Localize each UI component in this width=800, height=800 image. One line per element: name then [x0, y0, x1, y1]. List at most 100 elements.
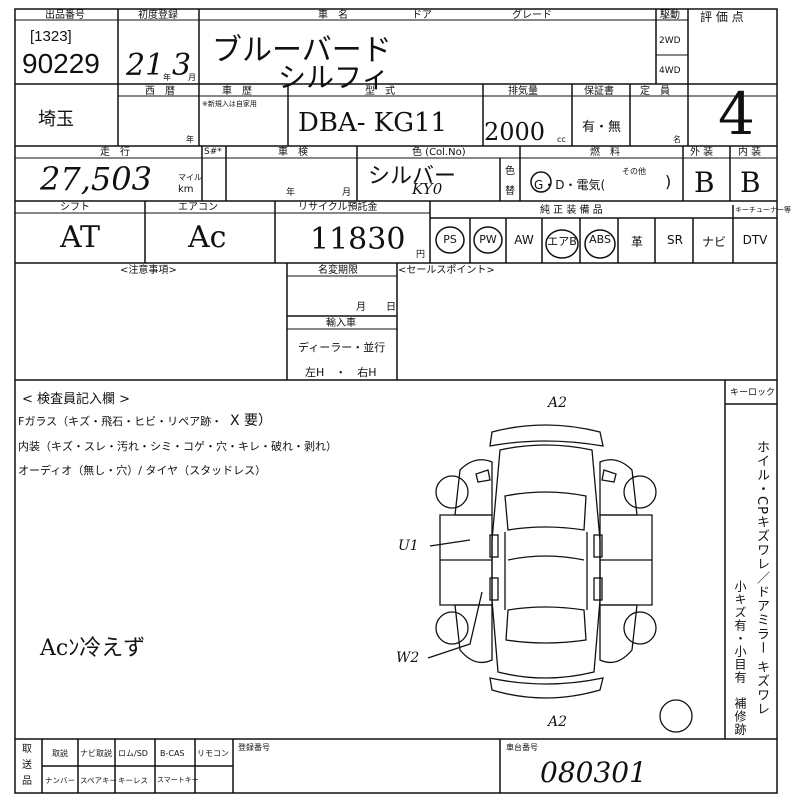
interior-value: B — [740, 166, 761, 199]
history-note: ※新規入は自家用 — [202, 100, 257, 108]
chassis-value: 080301 — [540, 756, 647, 789]
aircon-label: エアコン — [178, 202, 218, 213]
year-unit: 年 — [186, 135, 194, 144]
option-abs: ABS — [589, 233, 611, 246]
option-sr: SR — [667, 233, 683, 247]
option-dtv: DTV — [742, 233, 768, 247]
footer-item-bcas: B-CAS — [160, 749, 185, 758]
grade-label: グレード — [512, 10, 552, 21]
option-airbag: エアB — [547, 235, 577, 248]
mileage-label: 走 行 — [100, 147, 130, 158]
fuel-close-paren: ) — [665, 172, 672, 191]
shift-value: AT — [60, 220, 101, 255]
interior-line: 内装（キズ・スレ・汚れ・シミ・コゲ・穴・キレ・破れ・剥れ） — [18, 440, 337, 453]
mileage-value: 27,503 — [40, 160, 152, 198]
fuel-options: G・D・電気( — [534, 178, 606, 192]
first-reg-label: 初度登録 — [138, 10, 178, 21]
footer-item-plate: ナンバー — [45, 776, 75, 785]
first-reg-month: 3 — [172, 48, 192, 83]
door-label: ドア — [412, 10, 432, 21]
warranty-value: 有・無 — [582, 120, 622, 135]
notes-label: <注意事項> — [120, 265, 177, 276]
chassis-label: 車台番号 — [506, 743, 538, 752]
option-ps: PS — [443, 233, 457, 246]
footer-item-manual: 取説 — [52, 749, 68, 758]
region: 埼玉 — [38, 109, 74, 130]
exterior-label: 外 装 — [690, 147, 714, 158]
name-change-month: 月 — [356, 302, 366, 313]
car-diagram — [427, 424, 693, 733]
footer-item-smart-key: スマートキー — [157, 776, 199, 784]
glass-line: Fガラス（キズ・飛石・ヒビ・リペア跡・ — [18, 415, 223, 428]
color-change-2: 替 — [505, 186, 515, 197]
footer-side-1: 取 — [22, 744, 32, 755]
score-label: 評 価 点 — [700, 10, 744, 24]
audio-line: オーディオ（無し・穴）/ タイヤ（スタッドレス） — [18, 464, 267, 477]
footer-item-remote: リモコン — [197, 749, 229, 758]
inspector-title: < 検査員記入欄 > — [22, 392, 131, 407]
lot-number-label: 出品番号 — [45, 10, 85, 21]
color-code: KY0 — [412, 180, 443, 198]
name-change-label: 名変期限 — [318, 265, 358, 276]
first-reg-month-unit: 月 — [188, 73, 196, 82]
mileage-unit-miles: マイル — [178, 173, 202, 182]
fixed-unit: 名 — [673, 135, 681, 144]
side-note-2: 小キズ有・小目有 補修跡 — [733, 580, 747, 736]
sales-point-label: <セールスポイント> — [398, 265, 495, 276]
key-tuner-label: キーチューナー等 — [735, 206, 791, 214]
option-pw: PW — [479, 233, 497, 246]
model-name-line1: ブルーバード — [212, 33, 392, 68]
footer-item-rom: ロム/SD — [118, 749, 148, 758]
displacement-value: 2000 — [484, 118, 546, 146]
fixed-label: 定 員 — [640, 86, 670, 97]
inspection-year: 年 — [286, 188, 296, 198]
mark-left: U1 — [398, 538, 419, 554]
type-label: 型 式 — [365, 86, 395, 97]
model-name-label: 車 名 — [318, 10, 348, 21]
recycle-unit: 円 — [416, 250, 426, 260]
model-name-line2: シルフィ — [278, 61, 390, 94]
drive-4wd: 4WD — [659, 66, 681, 76]
year-label: 西 暦 — [145, 86, 175, 97]
reg-number-label: 登録番号 — [238, 743, 270, 752]
options-label: 純 正 装 備 品 — [540, 205, 603, 216]
import-value: ディーラー・並行 — [298, 341, 386, 354]
first-reg-value: 21 — [126, 48, 165, 83]
exterior-value: B — [694, 166, 715, 199]
recycle-label: リサイクル預託金 — [298, 202, 378, 213]
score-value: 4 — [718, 80, 755, 148]
steering-value: 左H ・ 右H — [305, 366, 377, 379]
footer-side-3: 品 — [22, 776, 32, 787]
hand-note: Acﾝ冷えず — [40, 636, 146, 661]
drive-2wd: 2WD — [659, 36, 681, 46]
option-aw: AW — [514, 233, 534, 247]
first-reg-unit: 年 — [163, 73, 171, 82]
option-leather: 革 — [630, 235, 643, 249]
inspection-label: 車 検 — [278, 147, 308, 158]
mark-rear: A2 — [548, 714, 568, 730]
color-value: シルバー — [368, 164, 457, 189]
fuel-label: 燃 料 — [590, 147, 620, 158]
mark-left-rear: W2 — [396, 650, 420, 666]
type-value: DBA- KG11 — [298, 108, 448, 138]
import-label: 輸入車 — [326, 318, 356, 329]
option-navi: ナビ — [701, 235, 726, 249]
footer-side-2: 送 — [22, 760, 32, 771]
color-change-1: 色 — [505, 166, 515, 177]
lot-bracket: [1323] — [30, 28, 72, 45]
footer-item-keyless: キーレス — [118, 776, 148, 785]
warranty-label: 保証書 — [584, 86, 614, 97]
footer-item-spare-key: スペアキー — [80, 776, 117, 785]
mark-front: A2 — [548, 395, 568, 411]
displacement-label: 排気量 — [508, 86, 538, 97]
name-change-day: 日 — [386, 302, 396, 313]
displacement-unit: cc — [557, 135, 566, 144]
side-note: ホイル・CPキズワレ／ドアミラー キズワレ — [754, 440, 769, 717]
sflag-label: S#* — [204, 147, 222, 157]
shift-label: シフト — [60, 202, 90, 213]
interior-label: 内 装 — [738, 147, 762, 158]
footer-item-navi-manual: ナビ取説 — [80, 749, 112, 758]
fuel-other: その他 — [622, 167, 646, 176]
drive-label: 駆動 — [660, 10, 680, 21]
